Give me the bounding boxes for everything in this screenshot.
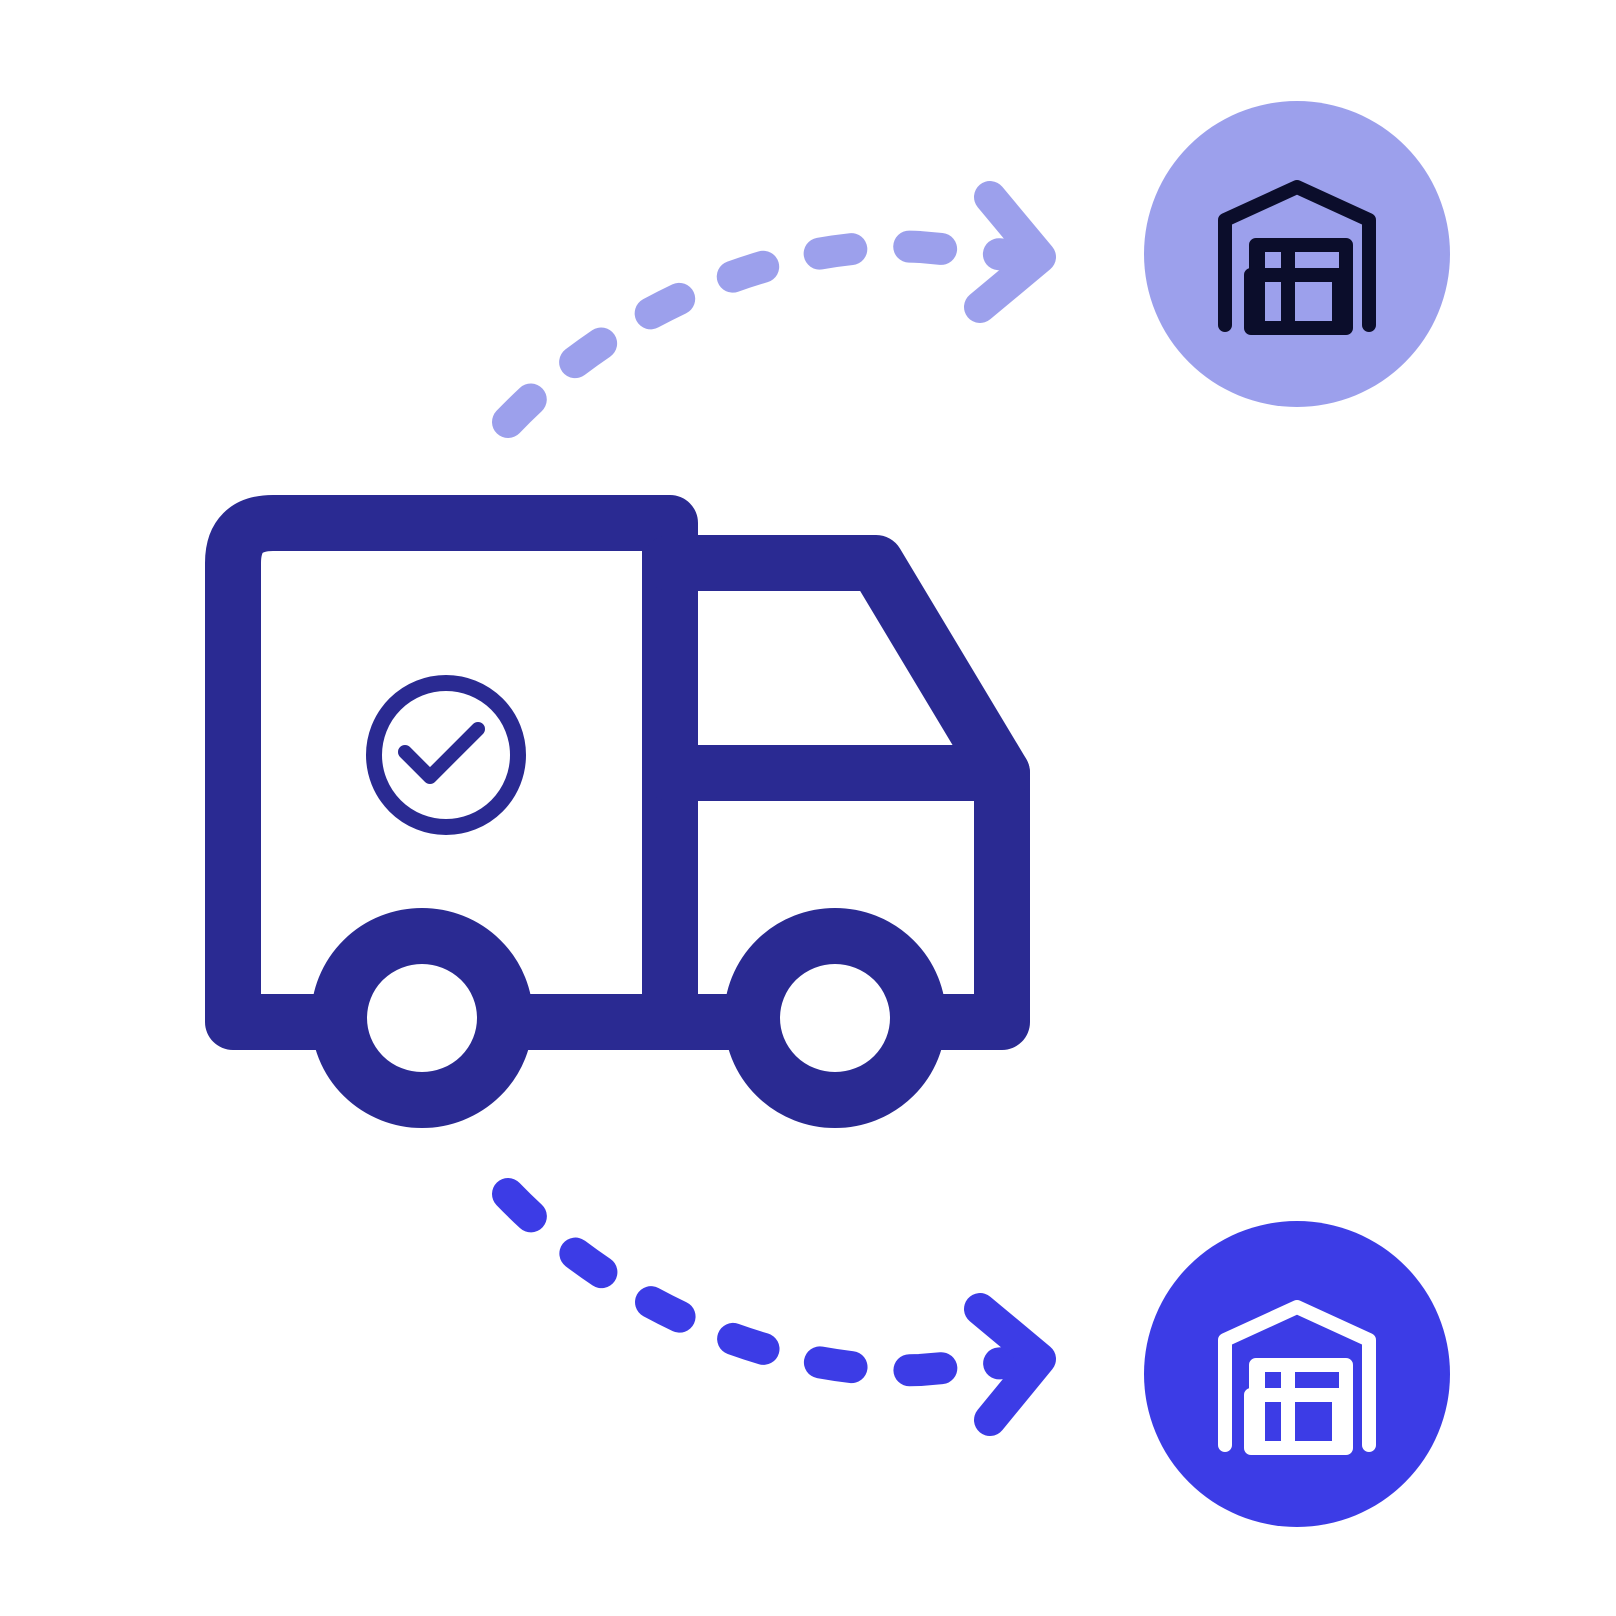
front-wheel [724,908,946,1128]
bottom-dashed-arrow-icon [492,1178,1056,1436]
rear-wheel [311,908,533,1128]
top-dashed-arrow-icon [492,181,1056,438]
warehouse-circle-bottom [1144,1221,1450,1527]
warehouse-circle-top [1144,101,1450,407]
delivery-truck-icon [205,495,1030,1128]
check-circle-icon [366,675,526,835]
warehouse-icon [1218,1300,1376,1455]
warehouse-icon [1218,180,1376,335]
